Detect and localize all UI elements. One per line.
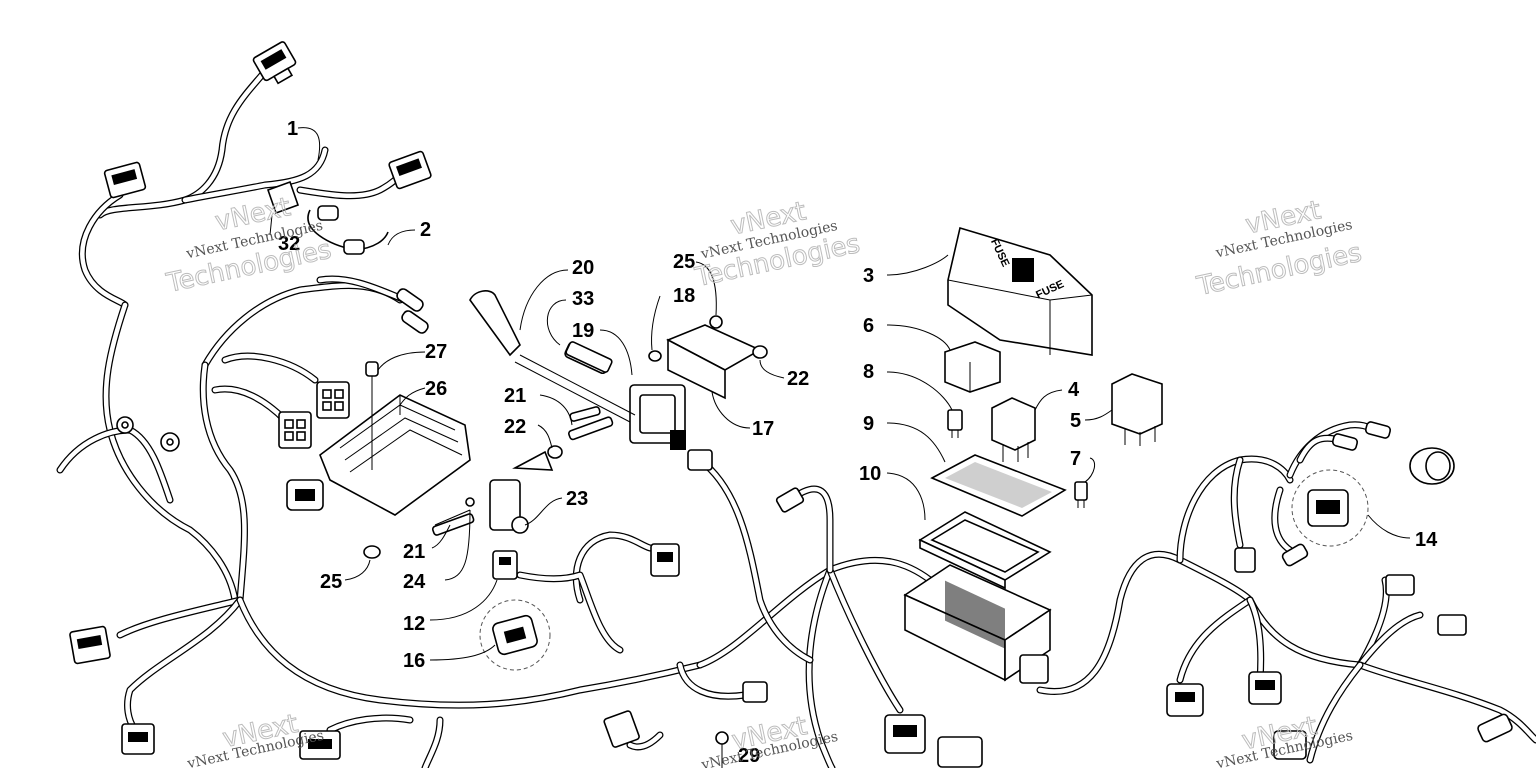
callout-2: 2 [420,219,431,241]
mini-fuse-7 [1074,481,1088,508]
connector-center-bottom [742,681,768,703]
callout-4: 4 [1068,379,1080,401]
callout-3: 3 [863,265,874,287]
bracket-17 [648,315,768,400]
connector-right-top-b [1331,433,1359,451]
fastener-29 [715,731,729,768]
connector-right-d [1437,614,1467,636]
callout-9: 9 [863,413,874,435]
callout-25a: 25 [673,251,695,273]
callout-6: 6 [863,315,874,337]
callout-5: 5 [1070,410,1081,432]
connector-far-left [69,625,111,665]
connector-right-a [1166,683,1204,717]
fuse-block-base [903,564,1052,684]
gasket-10 [918,511,1052,590]
watermark-3: vNext Technologies vNext Technologies [1193,195,1365,303]
callout-18: 18 [673,285,695,307]
bullet-connector-lower [401,310,429,334]
relay-6 [944,341,1001,393]
connector-right-e [1477,713,1513,743]
callout-29: 29 [738,745,760,767]
connector-right-f [1273,730,1307,760]
callout-27: 27 [425,341,447,363]
connector-right-b [1248,671,1282,705]
callout-16: 16 [403,650,425,672]
relay-socket-2 [307,205,389,255]
clamp-23 [434,406,601,534]
bullet-connector-upper [396,288,424,312]
misc-small-parts [266,180,729,768]
fuse-label-sheet-9 [930,454,1067,517]
leader-lines [297,127,1411,661]
bolt-21a [568,416,614,441]
callout-7: 7 [1070,448,1081,470]
callout-12: 12 [403,613,425,635]
connector-4pin-b [278,411,312,449]
fuse-box-cover-3: FUSE FUSE [947,226,1093,356]
ignition-coil-19 [469,290,686,450]
callout-19: 19 [572,320,594,342]
callout-22b: 22 [787,368,809,390]
connector-mid-left [286,479,324,511]
callout-24: 24 [403,571,426,593]
connector-center-top [687,449,713,471]
ring-terminal-a [116,416,134,434]
connector-left-upper [103,161,147,199]
connector-4pin-a [316,381,350,419]
mini-fuse-8 [947,409,963,438]
connector-small-center [775,487,805,513]
callout-32: 32 [278,233,300,255]
connector-bottom-mid [299,730,341,760]
callout-10: 10 [859,463,881,485]
connector-bottom-center-b [884,714,926,754]
watermark-6: vNext vNext Technologies [1214,711,1354,768]
connector-top-right [388,150,432,190]
callout-20: 20 [572,257,594,279]
harness-connectors [69,41,1513,768]
callout-22a: 22 [504,416,526,438]
relay-4 [991,397,1036,462]
highlight-circle-16 [479,599,551,671]
connector-14-part [1307,489,1349,527]
relays-and-fuses [903,341,1163,684]
connector-bottom-left [121,723,155,755]
callout-8: 8 [863,361,874,383]
connector-bottom-center-c [937,736,983,768]
callout-1: 1 [287,118,298,140]
highlight-circle-14 [1291,469,1369,547]
connector-16-part [492,614,538,656]
connector-top-left [252,41,297,85]
relay-5 [1111,373,1163,446]
callout-26: 26 [425,378,447,400]
bolt-21b [431,513,475,536]
callout-23: 23 [566,488,588,510]
connector-right-small-a [1234,547,1256,573]
ground-strap-32 [266,180,300,236]
connector-right-top-a [1364,421,1392,439]
connector-right-c [1385,574,1415,596]
callout-25b: 25 [320,571,342,593]
callout-33: 33 [572,288,594,310]
watermark-2: vNext Technologies vNext Technologies [692,196,864,294]
callout-14: 14 [1415,529,1438,551]
part-callouts: 1 2 3 4 5 6 7 8 9 10 12 14 16 17 18 19 2… [278,118,1438,767]
callout-17: 17 [752,418,774,440]
connector-12-part [492,550,518,580]
connector-right-small-b [1281,543,1309,567]
push-button-part [1409,447,1455,485]
ring-terminal-b [160,432,180,452]
connector-bottom-center-a [603,710,640,748]
callout-21a: 21 [504,385,526,407]
connector-center-right [650,543,680,577]
callout-21b: 21 [403,541,425,563]
spring-33 [565,341,613,373]
main-harness [56,71,1536,768]
